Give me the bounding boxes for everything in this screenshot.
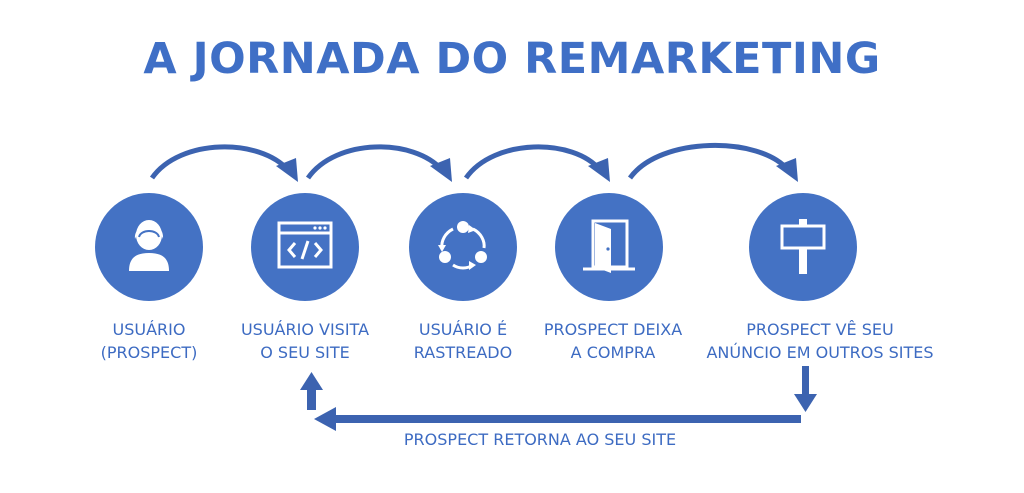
step-label-tracked: USUÁRIO É RASTREADO bbox=[413, 320, 513, 362]
curved-arrow-2 bbox=[305, 144, 452, 182]
step-circle-exit bbox=[555, 193, 663, 301]
step-label-ad: PROSPECT VÊ SEU ANÚNCIO EM OUTROS SITES bbox=[706, 320, 934, 362]
curved-arrow-4 bbox=[627, 143, 798, 182]
user-icon bbox=[129, 220, 169, 271]
curved-arrow-1 bbox=[149, 144, 298, 182]
step-label-site: USUÁRIO VISITA O SEU SITE bbox=[240, 320, 370, 362]
step-circle-user bbox=[95, 193, 203, 301]
curved-arrow-3 bbox=[463, 144, 610, 182]
step-circle-ad bbox=[749, 193, 857, 301]
cycle-icon bbox=[438, 221, 487, 270]
return-arrow bbox=[300, 366, 817, 431]
return-label: PROSPECT RETORNA AO SEU SITE bbox=[403, 430, 677, 449]
exit-door-icon bbox=[583, 219, 635, 273]
signpost-icon bbox=[780, 219, 826, 274]
step-circle-site bbox=[251, 193, 359, 301]
code-window-icon bbox=[277, 221, 333, 269]
step-label-exit: PROSPECT DEIXA A COMPRA bbox=[543, 320, 683, 362]
diagram-title: A JORNADA DO REMARKETING bbox=[143, 34, 881, 84]
step-label-user: USUÁRIO (PROSPECT) bbox=[100, 320, 198, 362]
step-circle-tracked bbox=[409, 193, 517, 301]
